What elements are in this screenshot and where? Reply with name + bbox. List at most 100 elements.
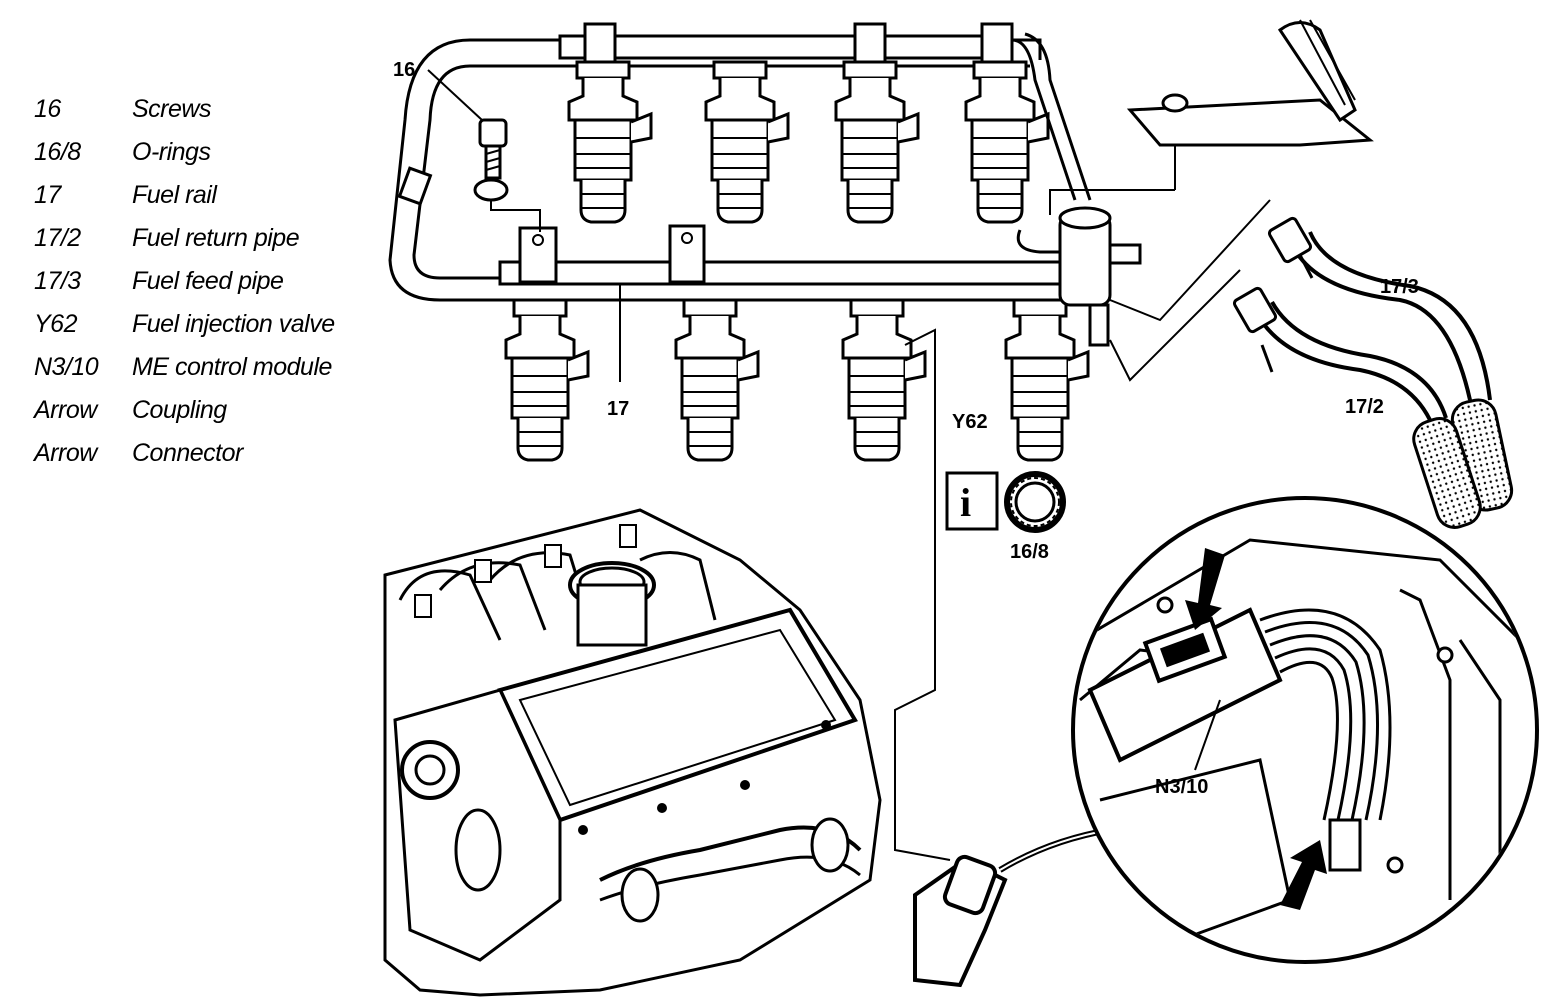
fuel-injector xyxy=(834,60,920,224)
mount-hole xyxy=(532,234,544,246)
fuel-injector xyxy=(1004,298,1090,462)
wiring-connector xyxy=(913,827,1111,988)
legend-row: 17/2 Fuel return pipe xyxy=(34,217,374,260)
fuel-rail-assembly xyxy=(388,22,1142,462)
legend-row: 16/8 O-rings xyxy=(34,131,374,174)
detail-housing xyxy=(1099,758,1292,942)
detail-plug xyxy=(1328,818,1362,872)
injector-socket xyxy=(474,559,492,583)
fuel-pipes xyxy=(1232,216,1514,529)
legend-code: 16 xyxy=(34,95,61,123)
legend-code: 17 xyxy=(34,181,61,209)
pipe-leader xyxy=(1109,199,1271,322)
legend-description: Coupling xyxy=(132,396,227,424)
valve-cover xyxy=(518,628,837,807)
legend-code: 17/3 xyxy=(34,267,81,295)
o-ring xyxy=(1004,471,1066,533)
callout-return-pipe: 17/2 xyxy=(1345,396,1384,418)
legend-description: Fuel feed pipe xyxy=(132,267,284,295)
exhaust-port xyxy=(620,867,660,923)
intake-runner xyxy=(398,569,502,641)
cover-bolt xyxy=(821,720,831,730)
legend-row: Y62 Fuel injection valve xyxy=(34,303,374,346)
legend-description: O-rings xyxy=(132,138,211,166)
coupling-arrow-icon xyxy=(1185,548,1225,630)
direction-arrow xyxy=(1298,254,1314,279)
pipe-fitting xyxy=(1267,216,1313,264)
fuel-injector xyxy=(674,298,760,462)
wiring-harness xyxy=(1399,588,1452,900)
info-icon-glyph: i xyxy=(960,480,971,525)
module-connector xyxy=(1159,632,1211,668)
cover-bolt xyxy=(740,780,750,790)
callout-injector: Y62 xyxy=(952,411,988,433)
fuel-feed-pipe xyxy=(1288,239,1472,401)
legend-description: Connector xyxy=(132,439,243,467)
legend-row: 17 Fuel rail xyxy=(34,174,374,217)
callout-o-ring: 16/8 xyxy=(1010,541,1049,563)
info-note: i xyxy=(945,471,999,531)
detail-bolt xyxy=(1436,646,1454,664)
callout-leader xyxy=(427,69,483,121)
legend-row: 16 Screws xyxy=(34,88,374,131)
screw-assembly xyxy=(427,69,541,232)
detail-circle xyxy=(1071,496,1539,964)
detail-bolt xyxy=(1156,596,1174,614)
intake-runner xyxy=(488,551,592,621)
detail-bolt xyxy=(1386,856,1404,874)
engine-view xyxy=(383,508,882,997)
connector-arrow-icon xyxy=(1280,840,1327,910)
direction-arrow xyxy=(1260,344,1274,373)
injector-socket xyxy=(544,544,562,568)
detail-housing xyxy=(1079,538,1522,642)
fuel-return-pipe xyxy=(1253,309,1432,421)
mounting-bracket xyxy=(1049,19,1374,215)
screw-leader xyxy=(490,200,541,232)
fuel-feed-pipe xyxy=(1308,231,1492,401)
callout-control-module: N3/10 xyxy=(1155,776,1208,798)
rail-return-line xyxy=(1011,38,1077,201)
wiring-harness xyxy=(1259,608,1392,821)
legend-description: ME control module xyxy=(132,353,332,381)
rail-mount xyxy=(518,226,558,284)
pipe-hose xyxy=(1412,417,1482,529)
washer xyxy=(473,178,509,202)
screw xyxy=(478,118,508,148)
callout-feed-pipe: 17/3 xyxy=(1380,276,1419,298)
rail-clip xyxy=(397,166,433,206)
connector-plug xyxy=(942,854,998,916)
legend-row: 17/3 Fuel feed pipe xyxy=(34,260,374,303)
pressure-regulator xyxy=(1016,206,1142,347)
timing-cover-port xyxy=(454,808,502,892)
detail-view xyxy=(1071,496,1539,964)
rail-mount xyxy=(668,224,706,284)
connector-leader xyxy=(894,328,951,861)
throttle-body xyxy=(576,583,648,647)
legend-description: Fuel injection valve xyxy=(132,310,335,338)
rail-loop-inner xyxy=(412,64,1050,280)
fuel-injector xyxy=(704,60,790,224)
legend-row: N3/10 ME control module xyxy=(34,346,374,389)
fuel-return-pipe xyxy=(1270,301,1448,419)
wiring-harness xyxy=(1264,621,1380,821)
upper-rail-bar xyxy=(558,34,1002,60)
rail-loop-outer xyxy=(388,38,1050,302)
exhaust-port xyxy=(810,817,850,873)
detail-housing xyxy=(1458,639,1502,900)
legend-code: Y62 xyxy=(34,310,77,338)
wiring-harness xyxy=(1279,660,1339,821)
pulley xyxy=(414,754,446,786)
intake-runner xyxy=(639,551,717,621)
fuel-injector xyxy=(567,60,653,224)
legend-code: Arrow xyxy=(34,439,97,467)
wiring-harness xyxy=(1269,634,1366,821)
info-icon xyxy=(945,471,999,531)
legend-row: Arrow Connector xyxy=(34,432,374,475)
rail-return-line xyxy=(1024,32,1092,201)
legend-code: 16/8 xyxy=(34,138,81,166)
injector-socket xyxy=(414,594,432,618)
pipe-fitting xyxy=(1232,286,1278,334)
connector-cable xyxy=(998,827,1111,873)
callout-leader xyxy=(1194,699,1221,771)
